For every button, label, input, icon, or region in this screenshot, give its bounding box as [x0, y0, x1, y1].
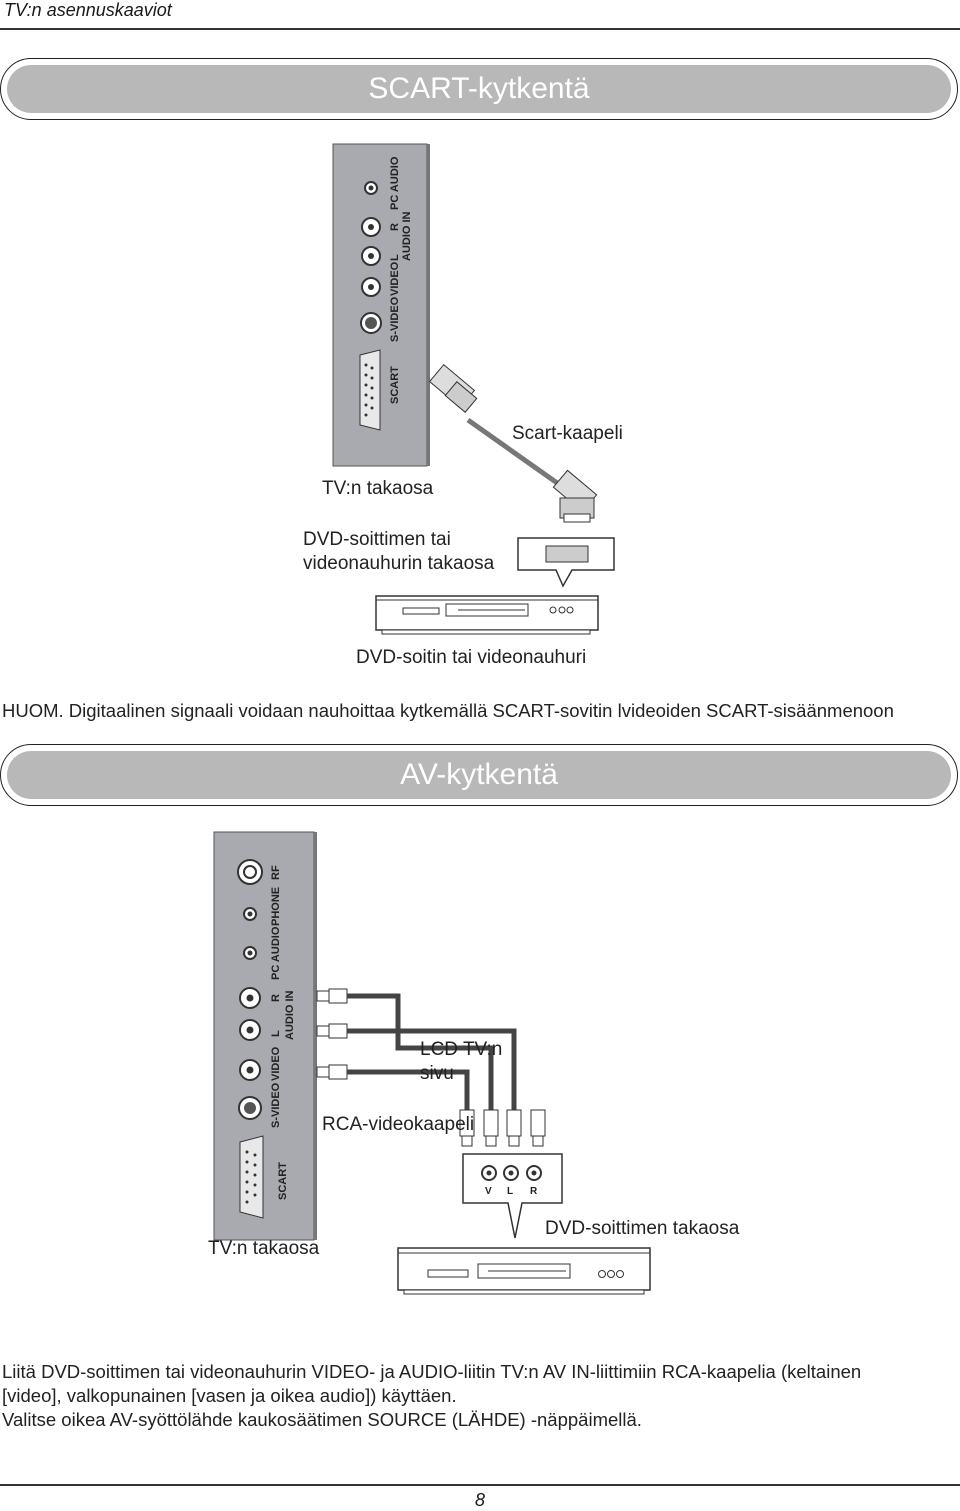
video-label: VIDEO: [270, 1046, 282, 1081]
audio-l-socket-icon: [361, 246, 381, 266]
dvd-jack-callout-icon: V L R: [462, 1153, 563, 1239]
scart-note: HUOM. Digitaalinen signaali voidaan nauh…: [2, 700, 894, 721]
audio-l-label: L: [389, 254, 401, 261]
dvd-player-icon: [375, 595, 599, 635]
audio-in-label: AUDIO IN: [401, 211, 413, 261]
rca-cable-icon: [347, 993, 517, 1110]
video-socket-icon: [239, 1059, 261, 1081]
scart-dvd-back-label-line1: DVD-soittimen tai: [303, 529, 451, 550]
svideo-label: S-VIDEO: [389, 296, 401, 342]
rca-cable-label: RCA-videokaapeli: [322, 1114, 475, 1135]
scart-cable-icon: [428, 364, 598, 523]
scart-label: SCART: [277, 1162, 289, 1200]
audio-r-socket-icon: [239, 987, 261, 1009]
svideo-socket-icon: [238, 1096, 262, 1120]
scart-section-banner: SCART-kytkentä: [0, 58, 958, 120]
pc-audio-label: PC AUDIO: [270, 926, 282, 980]
pc-audio-socket-icon: [243, 946, 257, 960]
lcd-side-label-line2: sivu: [420, 1063, 454, 1084]
pc-audio-label: PC AUDIO: [389, 156, 401, 210]
tv-side-panel: [213, 831, 315, 1241]
scart-tv-back-label: TV:n takaosa: [322, 478, 434, 499]
scart-dvd-player-label: DVD-soitin tai videonauhuri: [356, 647, 587, 668]
audio-l-socket-icon: [239, 1019, 261, 1041]
jack-l-label: L: [507, 1186, 513, 1197]
audio-r-label: R: [389, 223, 401, 231]
instructions-paragraph: Liitä DVD-soittimen tai videonauhurin VI…: [2, 1360, 952, 1432]
audio-in-label: AUDIO IN: [284, 990, 296, 1040]
phone-socket-icon: [243, 907, 257, 921]
rf-socket-icon: [237, 859, 263, 885]
phone-label: PHONE: [270, 887, 282, 926]
jack-v-label: V: [485, 1186, 492, 1197]
scart-connection-diagram: SCART S-VIDEO VIDEO L R AUDIO IN PC AUDI…: [332, 143, 615, 635]
audio-r-label: R: [270, 994, 282, 1002]
lcd-side-label-line1: LCD TV:n: [420, 1039, 503, 1060]
footer-divider: [0, 1484, 960, 1486]
video-label: VIDEO: [389, 261, 401, 296]
instructions-line-1: Liitä DVD-soittimen tai videonauhurin VI…: [2, 1361, 862, 1382]
scart-label: SCART: [389, 366, 401, 404]
scart-socket-icon: [239, 1135, 264, 1219]
av-section-banner: AV-kytkentä: [0, 744, 958, 806]
instructions-line-2: [video], valkopunainen [vasen ja oikea a…: [2, 1385, 457, 1406]
audio-r-socket-icon: [361, 217, 381, 237]
svideo-socket-icon: [360, 312, 382, 334]
rca-plugs-tv-side-icon: [316, 988, 348, 1080]
video-socket-icon: [361, 277, 381, 297]
jack-r-label: R: [530, 1186, 538, 1197]
instructions-line-3: Valitse oikea AV-syöttölähde kaukosäätim…: [2, 1409, 642, 1430]
rca-plugs-dvd-side-icon: [459, 1109, 546, 1147]
rf-label: RF: [270, 865, 282, 880]
audio-l-label: L: [270, 1030, 282, 1037]
av-section-title: AV-kytkentä: [400, 758, 558, 791]
header-divider: [0, 28, 960, 30]
av-tv-back-label: TV:n takaosa: [208, 1238, 320, 1259]
scart-dvd-back-label-line2: videonauhurin takaosa: [303, 553, 495, 574]
page-number: 8: [474, 1490, 485, 1510]
scart-socket-icon: [359, 349, 381, 431]
scart-section-title: SCART-kytkentä: [368, 72, 590, 105]
av-connection-diagram: SCART S-VIDEO VIDEO L R AUDIO IN PC AUDI…: [213, 831, 651, 1295]
svideo-label: S-VIDEO: [270, 1082, 282, 1128]
dvd-player-icon: [397, 1247, 651, 1295]
dvd-back-callout-icon: [517, 537, 615, 588]
av-dvd-back-label: DVD-soittimen takaosa: [545, 1218, 740, 1239]
scart-cable-label: Scart-kaapeli: [512, 423, 623, 444]
pc-audio-socket-icon: [364, 181, 378, 195]
page-header-title: TV:n asennuskaaviot: [4, 0, 172, 20]
